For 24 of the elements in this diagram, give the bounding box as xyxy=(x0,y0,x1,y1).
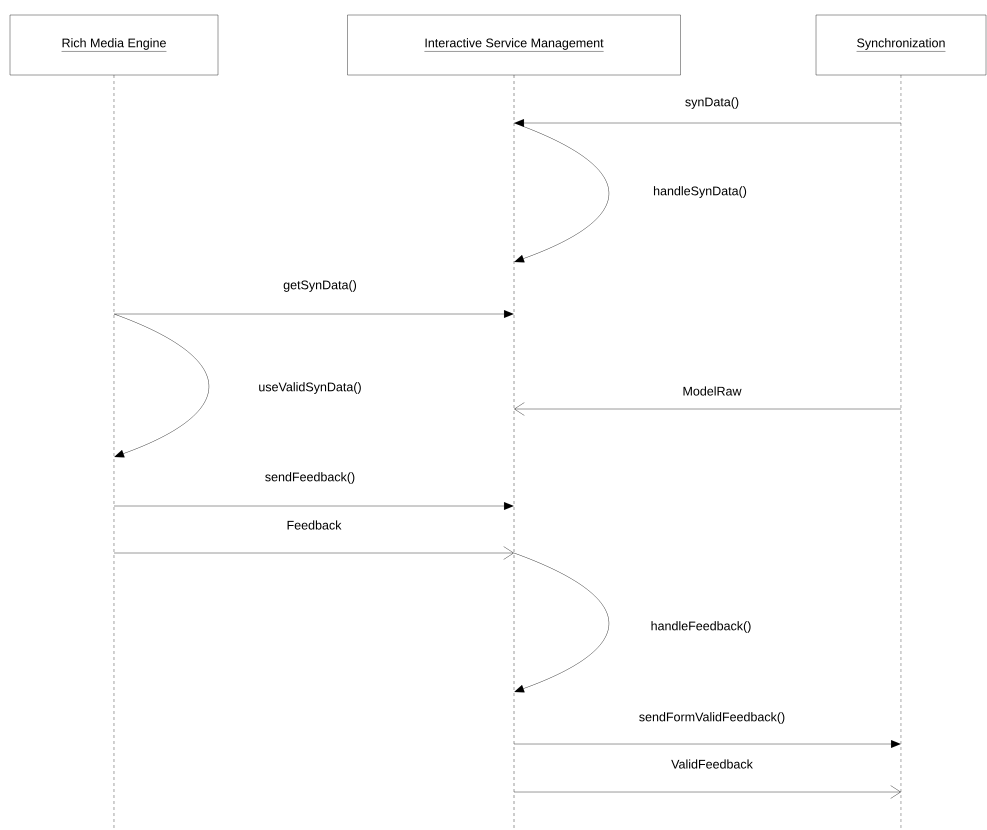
message-label: useValidSynData() xyxy=(257,381,363,395)
message-arrow xyxy=(514,402,902,416)
message-label: ValidFeedback xyxy=(670,758,754,770)
message-arrow xyxy=(514,122,610,262)
message-label: handleSynData() xyxy=(652,185,748,199)
message-label: handleFeedback() xyxy=(650,620,752,634)
message-label: getSynData() xyxy=(282,279,358,293)
message-label: Feedback xyxy=(286,519,342,531)
message-arrow xyxy=(514,785,901,799)
message-label: sendFormValidFeedback() xyxy=(638,711,786,725)
participant-box: Interactive Service Management xyxy=(347,14,681,76)
participant-box: Rich Media Engine xyxy=(10,14,218,76)
message-label: synData() xyxy=(684,96,740,110)
message-arrow xyxy=(514,740,901,748)
message-arrow xyxy=(514,552,610,692)
message-arrow xyxy=(114,502,514,510)
message-label: sendFeedback() xyxy=(264,471,356,485)
message-arrow xyxy=(114,314,210,458)
participant-box: Synchronization xyxy=(816,14,986,76)
message-arrow xyxy=(114,310,514,318)
lifeline xyxy=(900,74,902,830)
message-arrow xyxy=(514,119,902,127)
message-label: ModelRaw xyxy=(681,385,743,397)
message-arrow xyxy=(114,546,514,560)
